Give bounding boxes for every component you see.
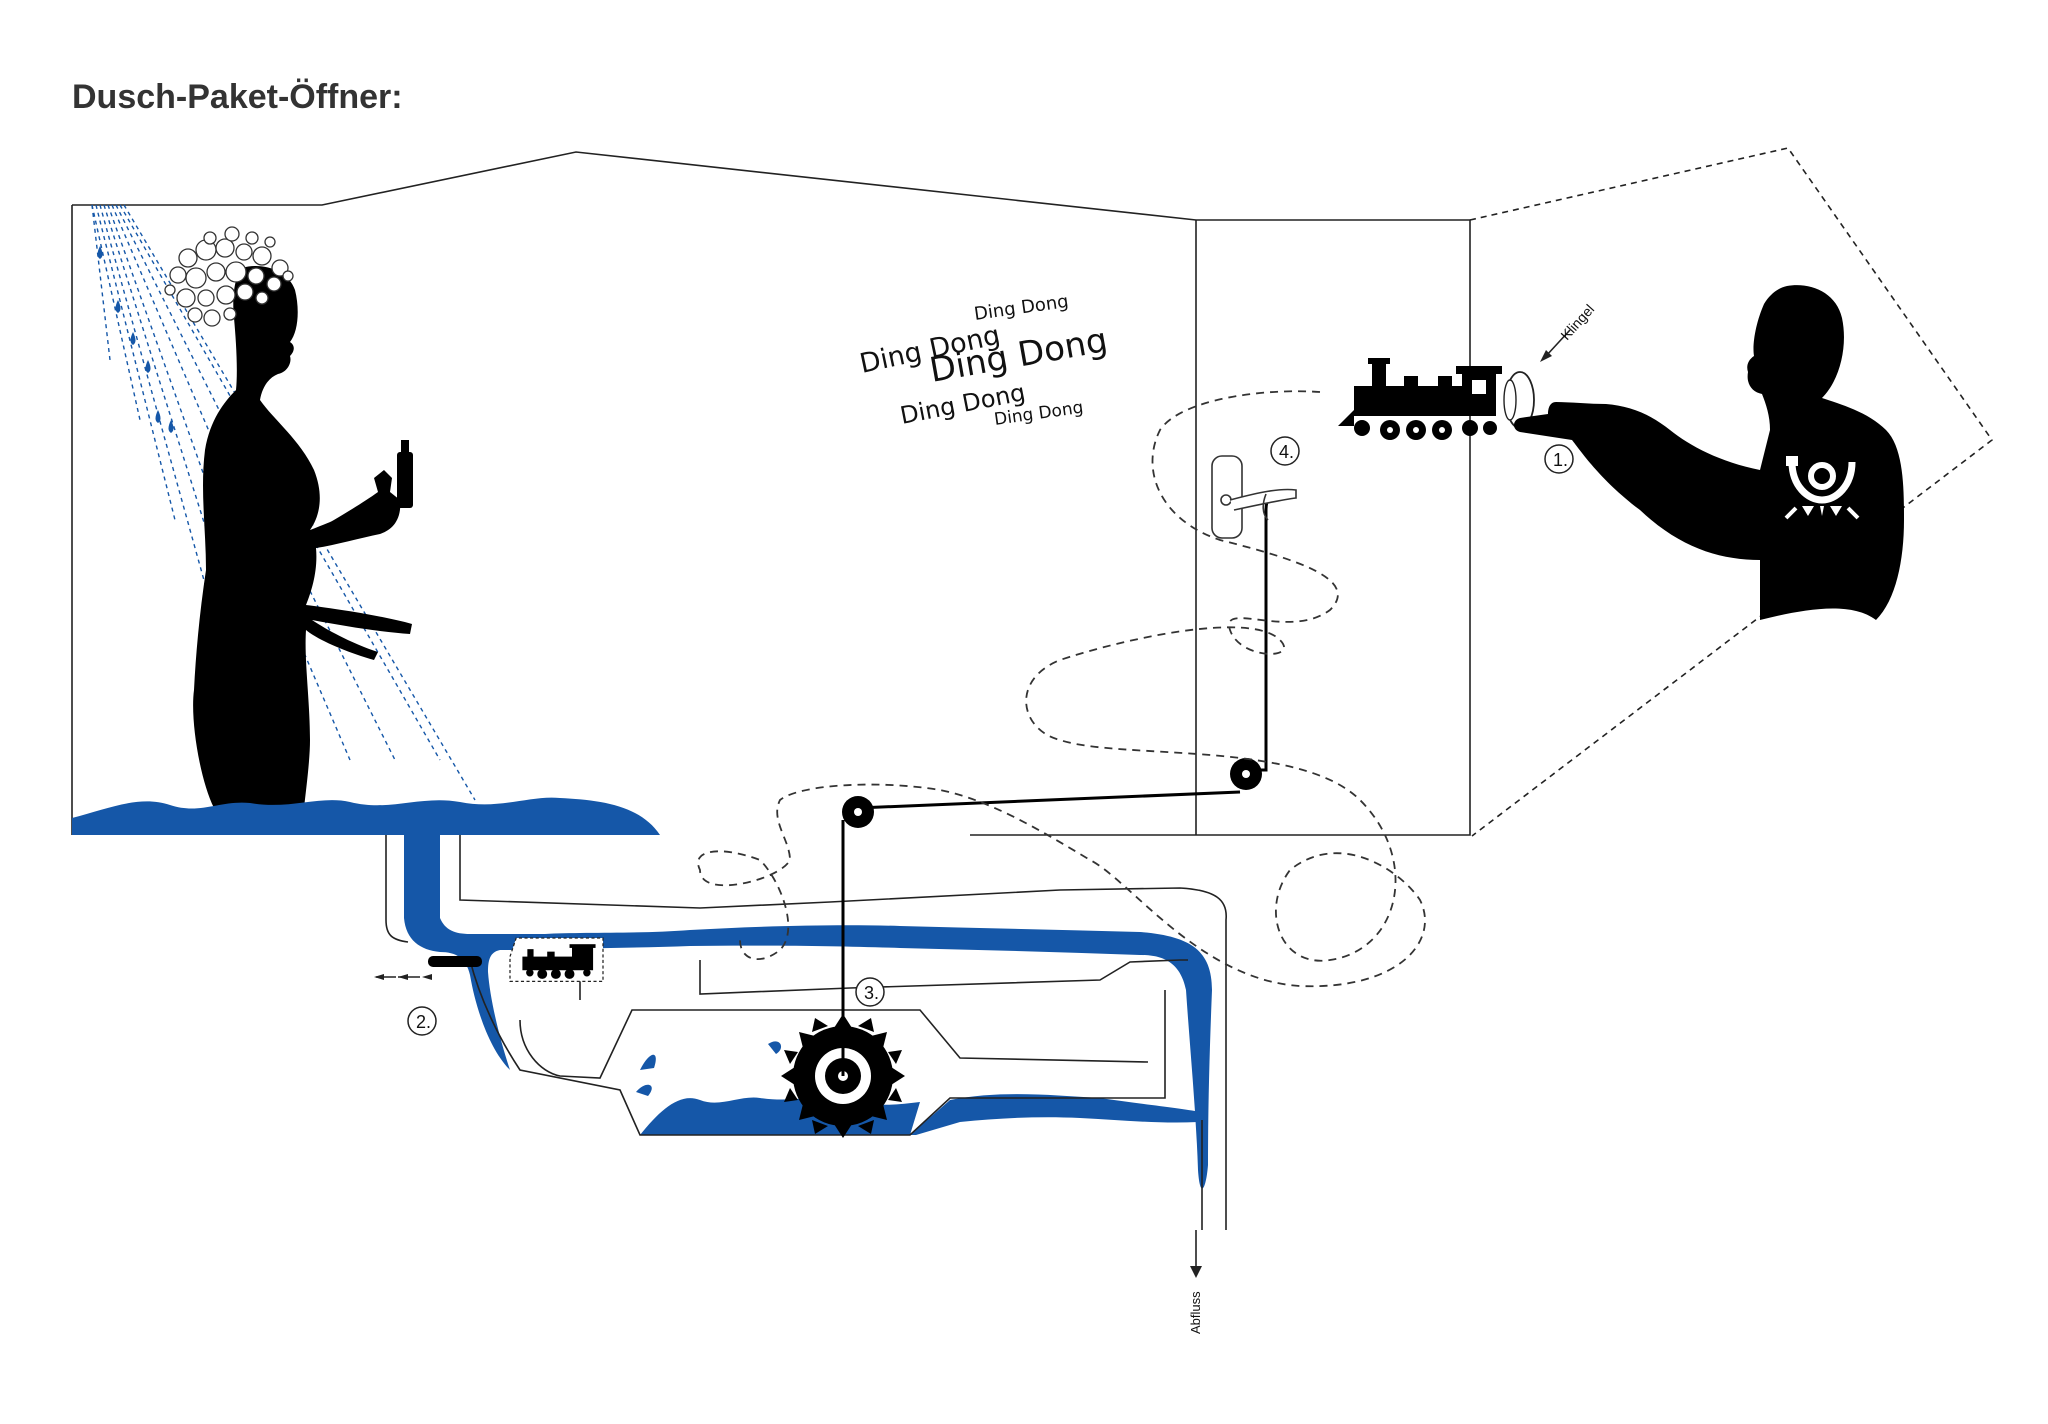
svg-text:4.: 4. <box>1279 442 1294 462</box>
abfluss-label: Abfluss <box>1188 1291 1203 1334</box>
klingel-label: Klingel <box>1557 301 1597 343</box>
step-marker-4: 4. <box>1270 436 1300 466</box>
room-outline <box>71 151 1471 836</box>
step-marker-3: 3. <box>855 977 885 1007</box>
svg-text:2.: 2. <box>416 1012 431 1032</box>
woman-silhouette-icon <box>193 266 413 808</box>
drain-arrow <box>1190 1230 1202 1278</box>
train-icon <box>509 937 604 983</box>
step-marker-1: 1. <box>1544 444 1574 474</box>
float-lever <box>374 956 482 980</box>
dashed-route <box>697 390 1426 987</box>
svg-text:3.: 3. <box>864 983 879 1003</box>
drain-outline <box>385 835 1227 1230</box>
post-horn-icon <box>1784 456 1860 520</box>
water-system <box>72 797 1212 1189</box>
ding-dong-text: Ding Dong <box>973 291 1070 325</box>
step-marker-2: 2. <box>407 1006 437 1036</box>
svg-text:1.: 1. <box>1553 450 1568 470</box>
train-icon <box>1338 358 1502 440</box>
postman-silhouette-icon <box>1514 285 1904 620</box>
bottle-icon <box>397 452 413 508</box>
ding-dong-sounds: Ding Dong Ding Dong Ding Dong Ding Dong … <box>857 291 1111 430</box>
page-title: Dusch-Paket-Öffner: <box>72 78 403 116</box>
klingel-arrow <box>1540 329 1571 362</box>
door-handle-icon <box>1211 455 1297 539</box>
pulley-icon <box>842 758 1262 828</box>
foam-bubbles <box>164 226 294 327</box>
